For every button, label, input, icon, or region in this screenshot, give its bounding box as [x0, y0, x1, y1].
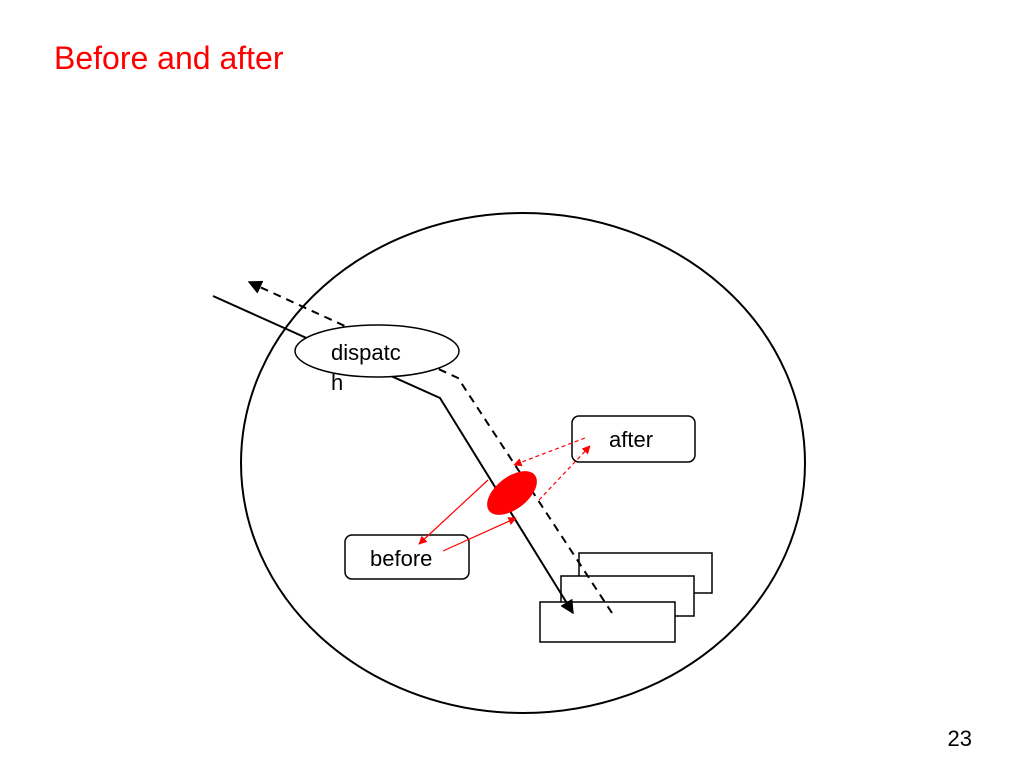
slide-title: Before and after: [54, 40, 284, 76]
stack-box-front: [539, 601, 676, 643]
interception-point: [487, 471, 537, 515]
after-return-arrow: [513, 437, 586, 467]
after-node: [571, 415, 696, 463]
dispatch-label-line2: h: [331, 370, 343, 395]
before-call-arrow: [418, 479, 489, 545]
before-return-arrow: [442, 517, 517, 552]
after-label: after: [609, 427, 653, 452]
after-call-arrow: [538, 445, 591, 501]
before-node: [344, 534, 470, 580]
return-flow-line: [247, 280, 613, 614]
page-number: 23: [947, 726, 972, 751]
call-flow-line: [212, 295, 574, 615]
dispatch-node: [294, 324, 460, 378]
before-label: before: [370, 546, 432, 571]
dispatch-label-line1: dispatc: [331, 340, 401, 365]
process-boundary: [240, 212, 806, 714]
